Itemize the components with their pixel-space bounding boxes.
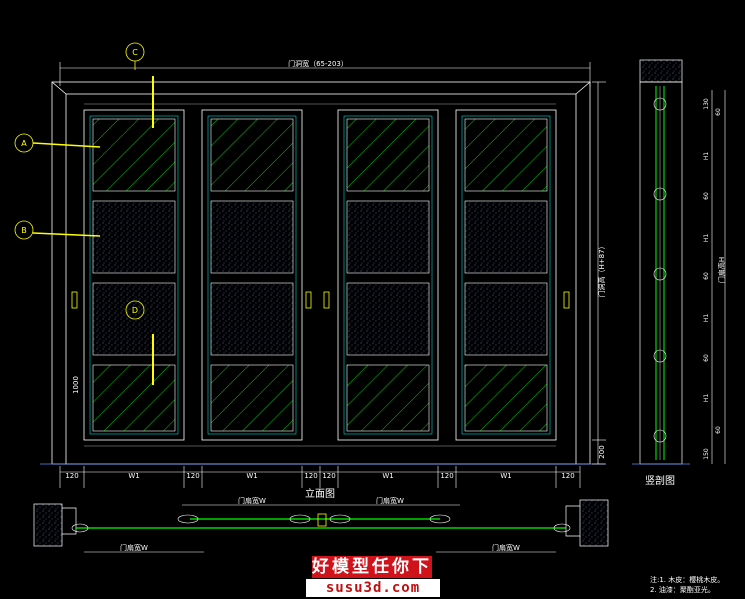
callout-c-label: C [132, 48, 138, 57]
plan-section [33, 499, 609, 553]
drawing-notes: 注:1. 木皮：樱桃木皮。 2. 油漆：聚酯亚光。 [650, 575, 724, 595]
callout-d [125, 300, 154, 385]
plan-label: 门扇宽W [120, 543, 148, 552]
overall-height-label: 门洞高（H+87） [597, 242, 606, 297]
plan-label: 门扇宽W [238, 496, 266, 505]
dim-label: 120 [440, 472, 453, 480]
callout-b-label: B [21, 226, 27, 235]
door-handles [71, 291, 570, 309]
callout-c [125, 42, 154, 128]
dim-label: 120 [561, 472, 574, 480]
callout-d-label: D [132, 306, 138, 315]
height-dimension [592, 81, 606, 465]
bottom-dimension-chain [59, 466, 581, 488]
dim-label: 120 [322, 472, 335, 480]
section-dim: 130 [703, 98, 710, 110]
section-dim: 60 [715, 426, 722, 434]
section-dim: 60 [703, 192, 710, 200]
section-height-label: 门扇高H [717, 257, 726, 283]
door-leaf-3 [337, 109, 439, 441]
section-dim: 60 [715, 108, 722, 116]
door-leaf-4 [455, 109, 557, 441]
note-line-2: 2. 油漆：聚酯亚光。 [650, 586, 715, 594]
watermark-url: susu3d.com [306, 579, 440, 597]
dim-label: W1 [382, 472, 393, 480]
bottom-dimension-labels: 120 W1 120 W1 120 120 W1 120 W1 120 [65, 472, 574, 480]
height-200-label: 200 [598, 445, 606, 458]
track-marks [84, 103, 556, 447]
section-dim: 60 [703, 272, 710, 280]
dim-label: W1 [246, 472, 257, 480]
plan-labels: 门扇宽W 门扇宽W 门扇宽W 门扇宽W [120, 496, 520, 552]
callout-b [14, 220, 101, 240]
height-1000-label: 1000 [72, 376, 80, 394]
section-dim: H1 [703, 314, 710, 323]
note-line-1: 注:1. 木皮：樱桃木皮。 [650, 576, 725, 584]
overall-width-label: 门洞宽（65-203） [288, 59, 348, 68]
callout-a [14, 133, 101, 153]
dim-label: W1 [128, 472, 139, 480]
section-title: 竖剖图 [645, 474, 675, 487]
dim-label: 120 [65, 472, 78, 480]
section-dim: H1 [703, 234, 710, 243]
dim-label: W1 [500, 472, 511, 480]
door-leaf-2 [201, 109, 303, 441]
door-leaf-1 [83, 109, 185, 441]
plan-label: 门扇宽W [492, 543, 520, 552]
section-dim: H1 [703, 152, 710, 161]
plan-label: 门扇宽W [376, 496, 404, 505]
callout-a-label: A [21, 139, 27, 148]
dim-label: 120 [186, 472, 199, 480]
watermark-banner: 好模型任你下 [312, 556, 432, 578]
section-dim: 150 [703, 448, 710, 460]
section-dim: H1 [703, 394, 710, 403]
dim-label: 120 [304, 472, 317, 480]
elevation-title: 立面图 [305, 487, 335, 500]
vertical-section [632, 59, 726, 465]
section-dim: 60 [703, 354, 710, 362]
section-dimension-labels: 130 60 H1 60 H1 60 H1 60 H1 60 150 [703, 98, 722, 460]
